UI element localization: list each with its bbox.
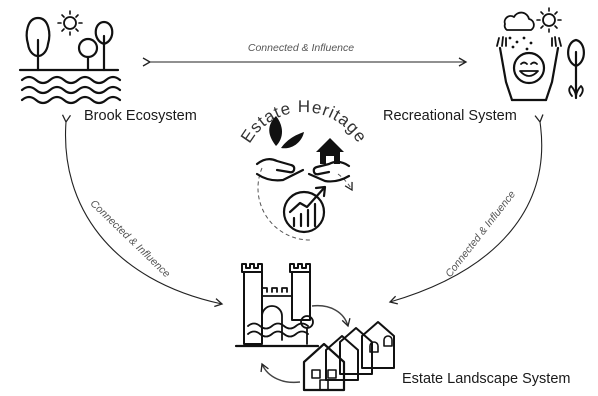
edge-right: Connected & Influence [388,114,544,305]
edge-top-label: Connected & Influence [248,42,354,54]
growth-chart-icon [282,185,327,234]
edge-left: Connected & Influence [61,114,224,308]
edge-right-arrow [388,114,544,305]
castle-houses-icon [234,263,395,392]
edge-left-label: Connected & Influence [88,198,173,281]
edge-left-arrow [61,114,224,308]
person-cheering-rain-sun-tree-icon [496,7,585,102]
heritage-cycle-arrows [257,167,353,241]
heritage-title: Estate Heritage [237,97,371,146]
trees-sun-water-icon [18,10,122,105]
edge-top: Connected & Influence [142,42,468,67]
estate-landscape-system-label: Estate Landscape System [402,371,571,387]
hand-holding-leaves-icon [255,116,305,182]
hand-holding-house-icon [307,138,351,183]
edge-right-label: Connected & Influence [443,188,518,279]
recreational-system-label: Recreational System [383,108,517,124]
brook-ecosystem-label: Brook Ecosystem [84,108,197,124]
